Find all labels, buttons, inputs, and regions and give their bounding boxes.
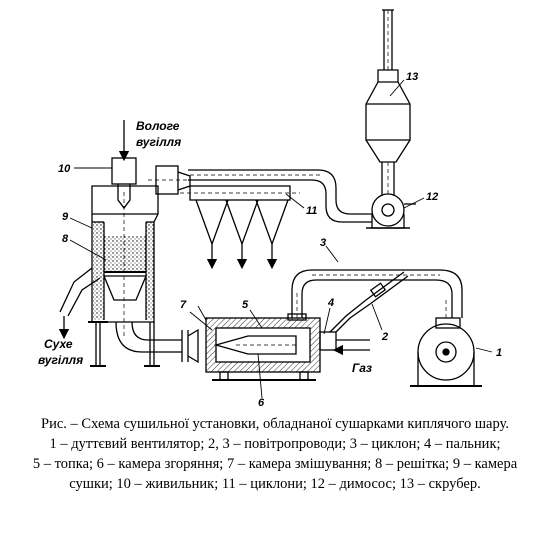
caption-line-1: Рис. – Схема сушильної установки, обладн… — [41, 416, 509, 432]
caption-line-2: 1 – дуттєвий вентилятор; 2, 3 – повітроп… — [49, 436, 501, 452]
leader-lines — [69, 79, 493, 399]
dry-coal-label-1: Сухе — [44, 337, 73, 351]
number-6: 6 — [258, 397, 265, 409]
cyclones — [180, 185, 300, 270]
drying-chamber — [91, 185, 159, 336]
figure-caption: Рис. – Схема сушильної установки, обладн… — [0, 414, 550, 494]
cyclone-head — [148, 165, 200, 195]
caption-line-4: сушки; 10 – живильник; 11 – циклони; 12 … — [69, 476, 481, 492]
wet-coal-label-2: вугілля — [136, 135, 181, 149]
dry-coal-label-2: вугілля — [38, 353, 83, 367]
number-11: 11 — [306, 205, 317, 217]
number-1: 1 — [496, 347, 502, 359]
wet-coal-label-1: Вологе — [136, 119, 180, 133]
drying-plant-diagram: Вологе вугілля Сухе вугілля Газ 1 2 3 4 … — [38, 9, 502, 409]
air-duct-2 — [365, 271, 409, 305]
grate — [103, 271, 147, 301]
number-2: 2 — [381, 331, 388, 343]
gas-label: Газ — [352, 361, 372, 375]
number-12: 12 — [426, 191, 438, 203]
number-13: 13 — [406, 71, 418, 83]
supports — [88, 321, 160, 367]
number-7: 7 — [180, 299, 187, 311]
hot-gas-duct — [115, 321, 199, 364]
number-4: 4 — [327, 297, 334, 309]
blower-fan — [410, 300, 482, 387]
gas-duct-to-exhauster — [188, 169, 372, 223]
caption-line-3: 5 – топка; 6 – камера згоряння; 7 – каме… — [32, 456, 518, 472]
smoke-exhauster — [366, 193, 416, 229]
number-8: 8 — [62, 233, 69, 245]
number-3: 3 — [320, 237, 326, 249]
scrubber — [365, 9, 411, 196]
air-duct — [287, 269, 463, 321]
furnace — [205, 317, 321, 381]
dry-coal-discharge — [58, 267, 101, 340]
burner — [319, 299, 371, 356]
number-9: 9 — [62, 211, 69, 223]
number-5: 5 — [242, 299, 249, 311]
number-10: 10 — [58, 163, 71, 175]
